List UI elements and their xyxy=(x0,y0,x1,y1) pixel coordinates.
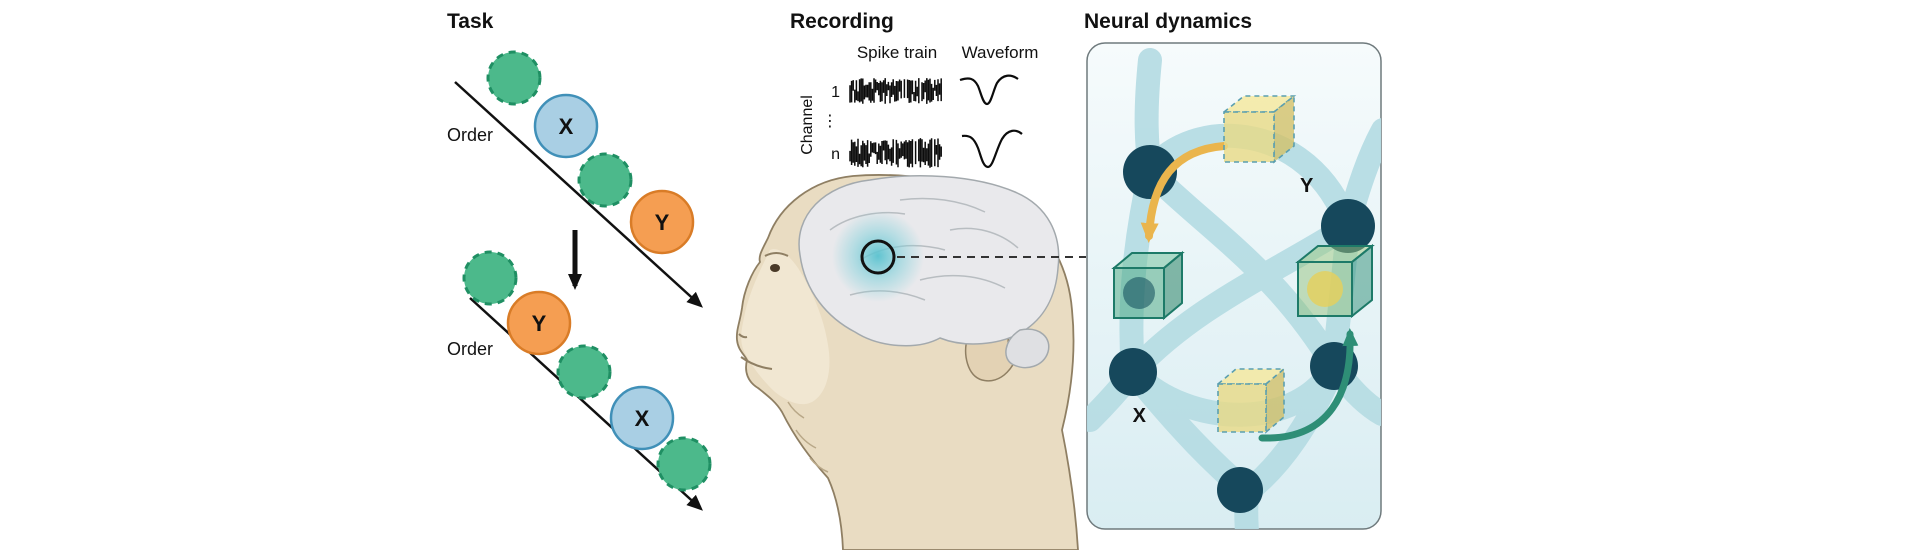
network-node xyxy=(1217,467,1263,513)
recording-panel: Recording Spike train Waveform Channel 1… xyxy=(735,10,1086,550)
item-letter-y: Y xyxy=(655,210,670,235)
item-letter-x: X xyxy=(635,406,650,431)
sequence1-item-green-2 xyxy=(577,152,633,208)
network-band xyxy=(1121,214,1360,384)
state-cube-left xyxy=(1111,250,1185,321)
monkey-mouth-line xyxy=(740,356,773,370)
spike-train-raster-n xyxy=(849,138,942,168)
sequence2-order-label: Order xyxy=(447,339,493,359)
network-nodes xyxy=(1109,145,1375,513)
item-letter-x: X xyxy=(559,114,574,139)
waveform-label: Waveform xyxy=(962,43,1039,62)
task-title: Task xyxy=(447,10,494,33)
neural-dynamics-panel: Neural dynamics xyxy=(1084,10,1382,530)
neural-dynamics-title: Neural dynamics xyxy=(1084,10,1252,33)
sequence2-item-y: Y xyxy=(506,290,572,356)
state-label-y: Y xyxy=(1300,175,1314,197)
cube-front-face xyxy=(1217,383,1267,433)
sequence1-order-arrow xyxy=(454,81,703,308)
recording-site-glow xyxy=(832,210,924,302)
cerebellum xyxy=(1005,328,1050,369)
monkey-fur-strokes xyxy=(787,401,829,473)
waveform-curve-1 xyxy=(959,74,1019,106)
recording-title: Recording xyxy=(790,10,894,33)
monkey-brow-line xyxy=(764,252,789,257)
channel-last-label: n xyxy=(831,146,840,163)
channel-axis-label: Channel xyxy=(799,95,816,155)
sequence2-item-green-3 xyxy=(656,436,712,492)
monkey-nostril-line xyxy=(738,333,748,339)
network-band xyxy=(1138,160,1346,378)
cube-front-face xyxy=(1223,111,1275,163)
sequence2-item-x: X xyxy=(609,385,675,451)
item-circle-x xyxy=(533,93,599,159)
item-circle-y xyxy=(506,290,572,356)
channel-ellipsis: ⋮ xyxy=(822,113,838,130)
network-node xyxy=(1109,348,1157,396)
transition-arrow-yellow xyxy=(1140,142,1228,243)
item-circle-x xyxy=(609,385,675,451)
monkey-head xyxy=(735,174,1079,550)
spike-train-raster-1 xyxy=(849,78,942,104)
sequence1-item-y: Y xyxy=(629,189,695,255)
sequence2-item-green-1 xyxy=(462,250,518,306)
monkey-eye xyxy=(770,264,780,272)
state-cube-x xyxy=(1215,367,1287,434)
item-circle-y xyxy=(629,189,695,255)
task-panel: Task Order X Y Order Y X xyxy=(447,10,712,511)
sequence1-item-x: X xyxy=(533,93,599,159)
sequence1-item-green-1 xyxy=(486,50,542,106)
network-node xyxy=(1321,199,1375,253)
transition-arrow-green xyxy=(1258,328,1359,442)
channel-first-label: 1 xyxy=(831,84,840,101)
sequence1-order-label: Order xyxy=(447,125,493,145)
cube-core-yellow xyxy=(1307,271,1343,307)
recording-site-marker xyxy=(860,239,896,275)
spike-train-label: Spike train xyxy=(857,43,937,62)
state-cube-right xyxy=(1295,243,1375,319)
neural-panel-content: Y X xyxy=(1087,48,1381,529)
state-cube-y xyxy=(1221,94,1297,164)
waveform-curve-n xyxy=(961,129,1023,169)
monkey-face-patch xyxy=(741,249,830,405)
cube-core-glow xyxy=(1123,277,1155,309)
state-label-x: X xyxy=(1133,405,1147,427)
item-letter-y: Y xyxy=(532,311,547,336)
sequence2-item-green-2 xyxy=(556,344,612,400)
